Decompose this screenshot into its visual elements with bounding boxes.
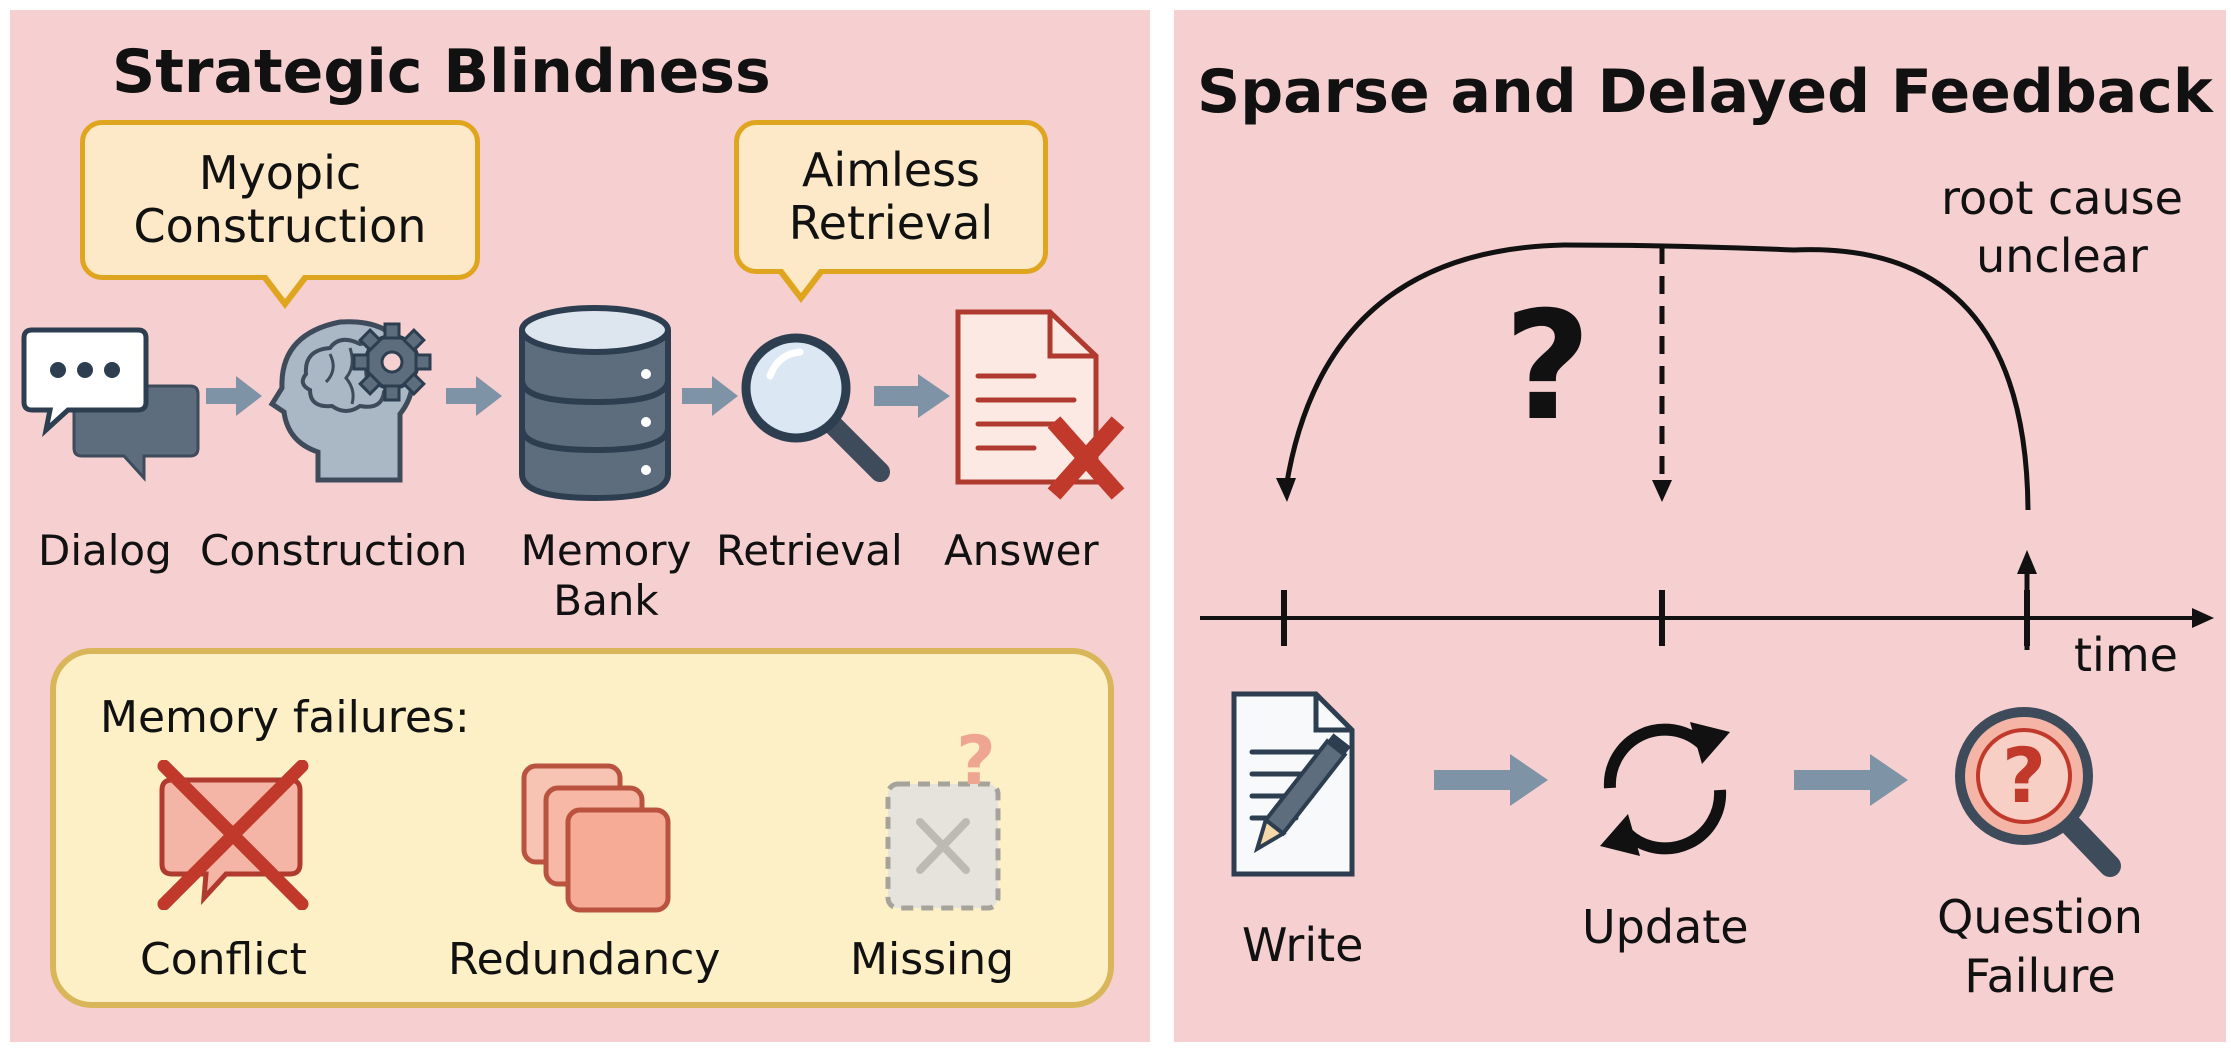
feedback-timeline-diagram <box>1200 242 2214 650</box>
question-failure-line2: Failure <box>1964 948 2116 1003</box>
callout-myopic-line2: Construction <box>133 199 427 253</box>
brain-gear-icon <box>268 319 432 483</box>
database-icon <box>519 305 671 502</box>
failure-label-missing: Missing <box>850 934 1015 985</box>
flow-arrow-icon <box>874 374 950 418</box>
failure-up-arrowhead-icon <box>2017 550 2037 574</box>
svg-text:?: ? <box>956 722 995 801</box>
step-label-question-failure: Question Failure <box>1920 888 2160 1006</box>
sparse-delayed-feedback-panel: Sparse and Delayed Feedback root cause u… <box>1174 10 2226 1042</box>
panel-title-sparse-delayed-feedback: Sparse and Delayed Feedback <box>1197 57 2213 127</box>
feedback-arc <box>1283 242 2031 511</box>
flow-arrow-icon <box>206 376 262 416</box>
svg-text:?: ? <box>2002 731 2046 820</box>
time-axis-arrowhead-icon <box>2192 608 2214 628</box>
document-pen-icon <box>1231 691 1355 877</box>
dashed-arrowhead-icon <box>1652 480 1672 502</box>
flow-arrow-icon <box>1434 754 1548 806</box>
memory-bank-line2: Bank <box>553 576 659 626</box>
time-axis-label: time <box>2074 628 2178 682</box>
step-label-write: Write <box>1242 918 1364 972</box>
callout-myopic-construction: Myopic Construction <box>80 120 480 309</box>
stacked-cards-icon <box>521 763 671 913</box>
document-x-icon <box>955 309 1125 500</box>
callout-tail-fill <box>782 268 820 293</box>
question-magnifier-icon: ? <box>1955 707 2121 877</box>
dialog-bubbles-icon <box>21 327 200 482</box>
root-cause-annotation: root cause unclear <box>1904 170 2220 285</box>
pipeline-label-dialog: Dialog <box>38 526 172 575</box>
callout-tail-fill <box>266 274 304 299</box>
memory-bank-line1: Memory <box>520 526 692 575</box>
missing-card-icon: ? <box>885 722 1001 911</box>
arc-arrowhead-icon <box>1276 478 1296 502</box>
annotation-line1: root cause <box>1941 171 2183 225</box>
callout-aimless-line2: Retrieval <box>788 196 994 250</box>
refresh-arrows-icon <box>1600 722 1730 856</box>
pipeline-label-answer: Answer <box>944 526 1099 575</box>
callout-myopic-line1: Myopic <box>198 146 362 201</box>
memory-failures-box: Memory failures: ? Conflict Redundancy <box>50 648 1114 1008</box>
panel-title-strategic-blindness: Strategic Blindness <box>112 37 771 107</box>
magnifier-icon <box>741 333 890 482</box>
flow-arrow-icon <box>446 376 502 416</box>
callout-aimless-line1: Aimless <box>801 143 981 198</box>
pipeline-label-retrieval: Retrieval <box>716 526 903 575</box>
pipeline-label-construction: Construction <box>200 526 468 575</box>
pipeline-label-memory-bank: Memory Bank <box>500 526 712 627</box>
strategic-blindness-panel: Strategic Blindness Myopic Construction … <box>10 10 1150 1042</box>
question-failure-line1: Question <box>1937 890 2143 944</box>
annotation-line2: unclear <box>1976 228 2148 283</box>
failure-label-conflict: Conflict <box>140 934 307 985</box>
failure-label-redundancy: Redundancy <box>448 934 721 985</box>
crossed-bubble-icon <box>157 760 309 910</box>
flow-arrow-icon <box>682 376 738 416</box>
callout-aimless-retrieval: Aimless Retrieval <box>734 120 1048 303</box>
memory-failures-title: Memory failures: <box>100 692 470 743</box>
flow-arrow-icon <box>1794 754 1908 806</box>
unclear-question-mark: ? <box>1504 280 1592 454</box>
step-label-update: Update <box>1582 900 1749 954</box>
